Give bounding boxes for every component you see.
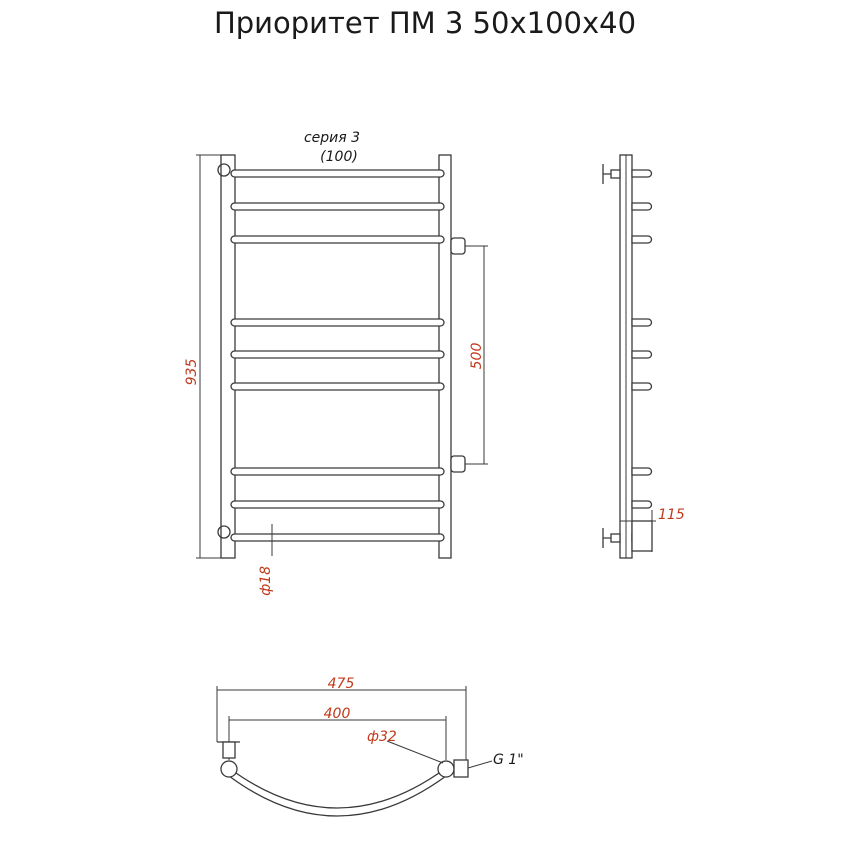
wall-bracket-top [602,164,621,184]
crossbar-end [631,318,653,327]
crossbar-end [631,350,653,359]
connection-fittings [450,237,466,473]
crossbar [230,169,445,178]
side-view: 115 [602,154,685,559]
crossbars [230,169,445,542]
dim-wall-offset-label: 115 [658,507,685,523]
fitting-upper [450,237,466,255]
crossbar [230,467,445,476]
crossbar-end [631,169,653,178]
dim-height-label: 935 [184,359,200,386]
curved-rail [228,767,447,817]
series-code: (100) [320,149,358,165]
crossbar [230,202,445,211]
crossbar [230,235,445,244]
crossbar [230,500,445,509]
dim-center-label: 500 [469,343,485,370]
wall-bracket-bottom [602,528,621,548]
dim-axis-width-label: 400 [324,706,351,722]
product-title: Приоритет ПМ 3 50х100х40 [213,6,637,40]
crossbar [230,533,445,542]
front-view: 935 500 ф18 серия 3 (100) [184,130,488,596]
crossbar-end [631,382,653,391]
dim-total-width-475 [216,686,467,760]
dim-pipe-diameter-label: ф32 [367,729,397,745]
crossbar [230,350,445,359]
series-label: серия 3 [304,130,360,146]
crossbar-end [631,500,653,509]
side-crossbar-ends [631,169,653,542]
mount-knob-top [217,163,231,177]
mount-knob-bottom [217,525,231,539]
dim-axis-width-400 [228,716,447,760]
left-post-section [220,760,238,778]
crossbar-end [631,235,653,244]
right-post-section [437,760,455,778]
thread-connector [453,759,469,778]
top-view: 475 400 ф32 G 1" [216,676,524,817]
dim-center-500 [465,245,488,465]
crossbar [230,382,445,391]
top-wall-bracket [217,741,240,759]
dim-wall-offset-115 [620,510,656,552]
crossbar-end [631,467,653,476]
fitting-lower [450,455,466,473]
side-connection-pipe [631,520,653,552]
crossbar-end [631,202,653,211]
dim-thread-leader [467,760,493,769]
dim-bar-diameter-label: ф18 [258,566,274,596]
dim-pipe-leader [386,740,444,764]
crossbar [230,318,445,327]
dim-total-width-label: 475 [328,676,355,692]
dim-thread-label: G 1" [493,752,524,768]
dim-height-935 [196,154,222,559]
